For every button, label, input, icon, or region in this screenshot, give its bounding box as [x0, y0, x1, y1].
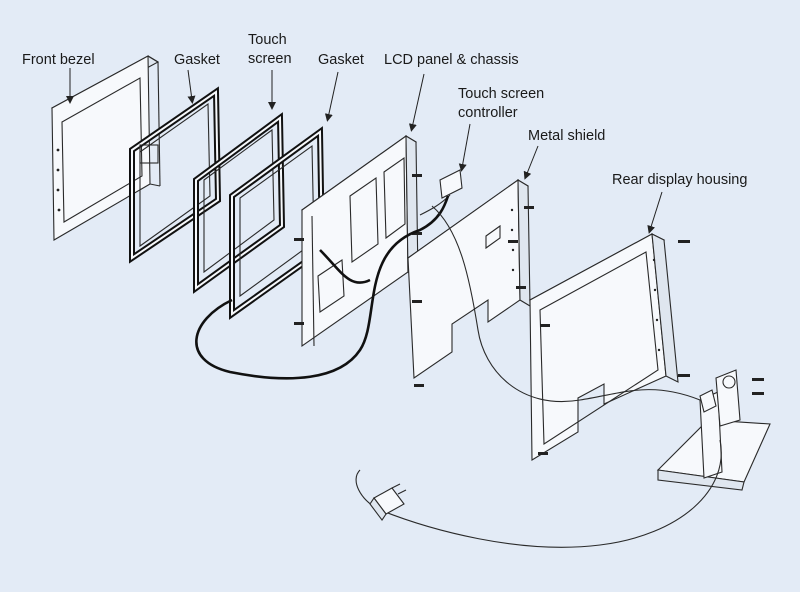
lcd-panel-chassis — [294, 134, 422, 348]
label-rear-display-housing: Rear display housing — [612, 172, 747, 188]
label-front-bezel: Front bezel — [22, 52, 95, 68]
leader-lines — [66, 68, 663, 234]
label-gasket-rear: Gasket — [318, 52, 364, 68]
label-metal-shield: Metal shield — [528, 128, 605, 144]
stand — [656, 369, 771, 491]
power-plug — [369, 483, 407, 521]
touch-screen-panel — [193, 112, 286, 294]
cables — [195, 195, 722, 548]
label-controller-line2: controller — [458, 105, 518, 121]
gasket-front — [129, 86, 222, 264]
metal-shield — [406, 178, 534, 387]
label-gasket-front: Gasket — [174, 52, 220, 68]
label-touch-screen-line2: screen — [248, 51, 292, 67]
label-controller-line1: Touch screen — [458, 86, 544, 102]
front-bezel — [50, 55, 161, 241]
touch-screen-controller — [419, 169, 463, 216]
rear-display-housing — [528, 233, 690, 461]
label-touch-screen-line1: Touch — [248, 32, 287, 48]
label-lcd-panel-chassis: LCD panel & chassis — [384, 52, 519, 68]
